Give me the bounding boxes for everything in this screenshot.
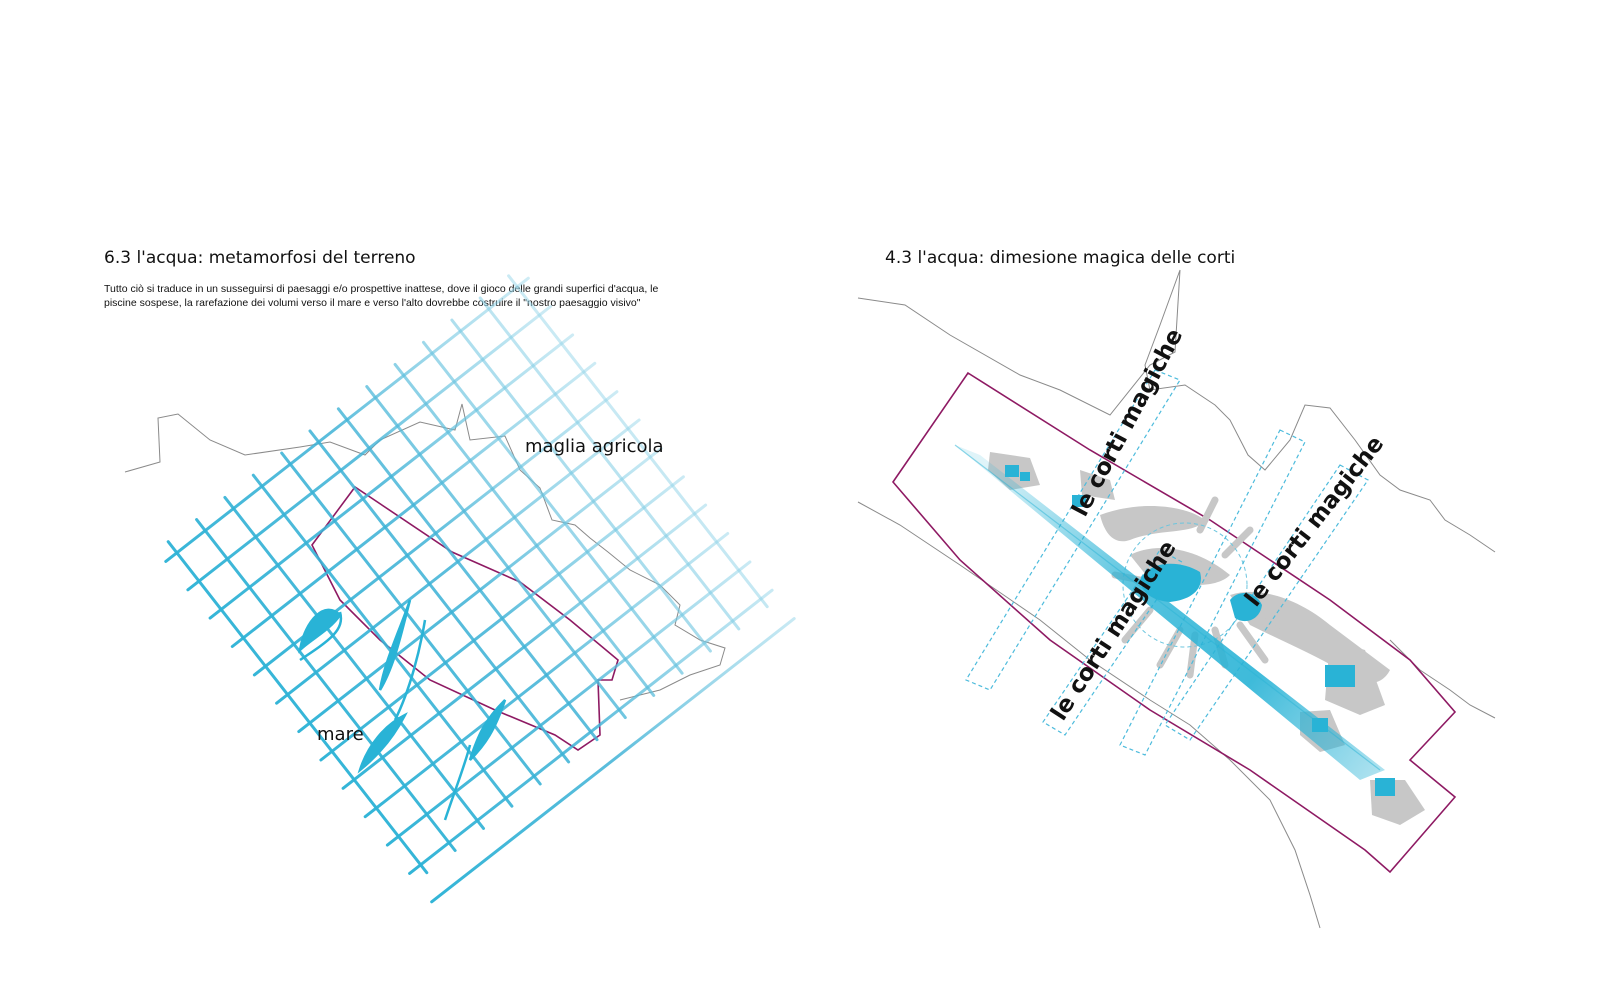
grid-line bbox=[186, 305, 552, 592]
right-project-boundary bbox=[891, 371, 1457, 874]
grid-line bbox=[275, 418, 641, 705]
description-line-2: piscine sospese, la rarefazione dei volu… bbox=[104, 297, 641, 309]
grid-line bbox=[230, 361, 597, 648]
grid-line bbox=[365, 385, 627, 720]
grid-line bbox=[341, 503, 708, 790]
grid-line bbox=[319, 475, 685, 762]
grid-line bbox=[164, 276, 530, 563]
dashed-court-strips bbox=[965, 369, 1369, 756]
right-diagram: le corti magiche le corti magiche le cor… bbox=[857, 269, 1496, 929]
water-axis bbox=[955, 445, 1385, 780]
left-diagram: maglia agricola mare bbox=[124, 274, 796, 904]
lower-coastline-outline bbox=[857, 501, 1321, 929]
agricultural-grid bbox=[164, 274, 796, 904]
grid-line bbox=[430, 617, 796, 904]
grid-line bbox=[280, 451, 542, 786]
grid-line bbox=[336, 407, 599, 742]
mare-label: mare bbox=[317, 724, 364, 745]
water-streams bbox=[298, 599, 507, 821]
grid-line bbox=[223, 495, 485, 830]
grid-line bbox=[208, 333, 575, 620]
grid-line bbox=[408, 588, 774, 875]
grid-line bbox=[393, 362, 656, 697]
grid-line bbox=[422, 340, 684, 675]
grid-line bbox=[308, 429, 571, 764]
central-court-circle bbox=[1122, 522, 1248, 648]
water-axis-line bbox=[954, 444, 1381, 771]
grid-line bbox=[478, 296, 741, 631]
upper-coastline-outline bbox=[857, 269, 1496, 553]
east-shore-outline bbox=[1389, 639, 1496, 719]
grid-line bbox=[195, 518, 457, 852]
left-panel-title: 6.3 l'acqua: metamorfosi del terreno bbox=[104, 248, 416, 268]
grid-line bbox=[450, 318, 712, 653]
grid-line bbox=[166, 540, 429, 875]
water-pools bbox=[1005, 465, 1395, 796]
corti-magiche-label-right: le corti magiche bbox=[1240, 431, 1389, 611]
grid-line bbox=[297, 446, 663, 734]
right-panel-title: 4.3 l'acqua: dimesione magica delle cort… bbox=[885, 248, 1236, 268]
maglia-agricola-label: maglia agricola bbox=[525, 436, 664, 457]
grid-line bbox=[385, 560, 752, 847]
grid-line bbox=[363, 532, 730, 819]
grid-line bbox=[507, 274, 769, 609]
corti-magiche-label-top: le corti magiche bbox=[1067, 324, 1188, 520]
left-project-boundary bbox=[311, 485, 619, 751]
